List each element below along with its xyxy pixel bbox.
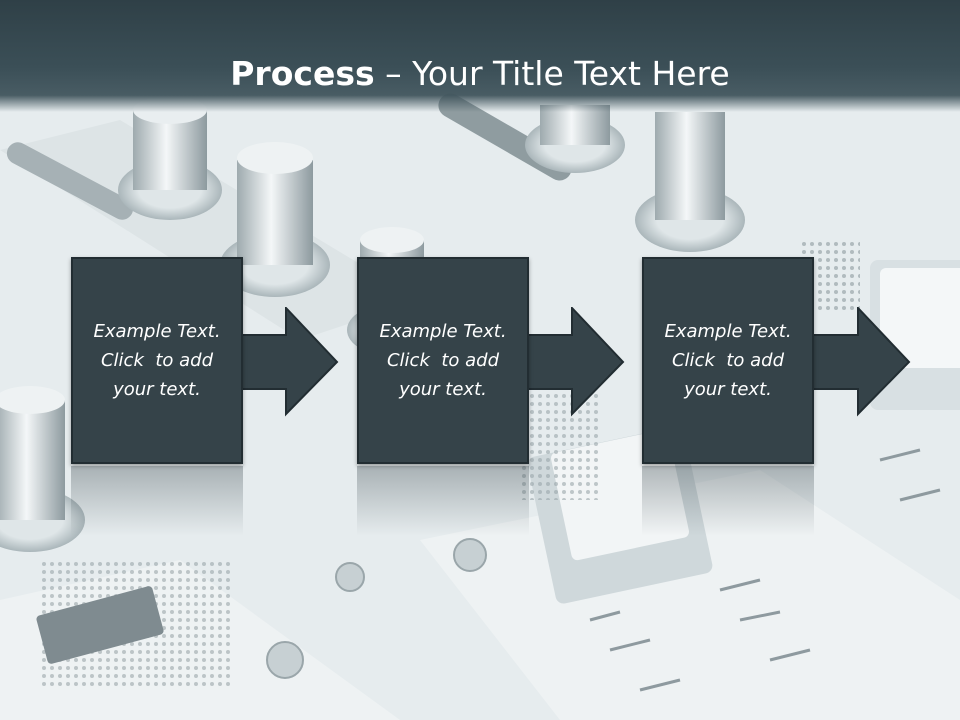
title-rest: – Your Title Text Here: [374, 54, 730, 93]
step-line: your text.: [399, 379, 487, 400]
arrow-right-icon: [812, 307, 911, 417]
process-step-3[interactable]: Example Text. Click to add your text.: [642, 257, 814, 464]
step-text: Example Text. Click to add your text.: [77, 317, 237, 404]
step-line: your text.: [684, 379, 772, 400]
step-reflection: [71, 466, 243, 536]
step-line: Example Text.: [93, 321, 221, 342]
step-line: Click to add: [671, 350, 784, 371]
step-line: Example Text.: [379, 321, 507, 342]
title-bold: Process: [230, 54, 375, 93]
step-line: Click to add: [100, 350, 213, 371]
step-text: Example Text. Click to add your text.: [648, 317, 808, 404]
arrow-right-icon: [526, 307, 625, 417]
step-reflection: [357, 466, 529, 536]
process-step-2[interactable]: Example Text. Click to add your text.: [357, 257, 529, 464]
process-step-1[interactable]: Example Text. Click to add your text.: [71, 257, 243, 464]
step-line: your text.: [113, 379, 201, 400]
slide-title[interactable]: Process – Your Title Text Here: [0, 52, 960, 96]
step-reflection: [642, 466, 814, 536]
arrow-right-icon: [240, 307, 339, 417]
step-line: Example Text.: [664, 321, 792, 342]
step-line: Click to add: [386, 350, 499, 371]
step-text: Example Text. Click to add your text.: [363, 317, 523, 404]
title-bar: [0, 0, 960, 112]
